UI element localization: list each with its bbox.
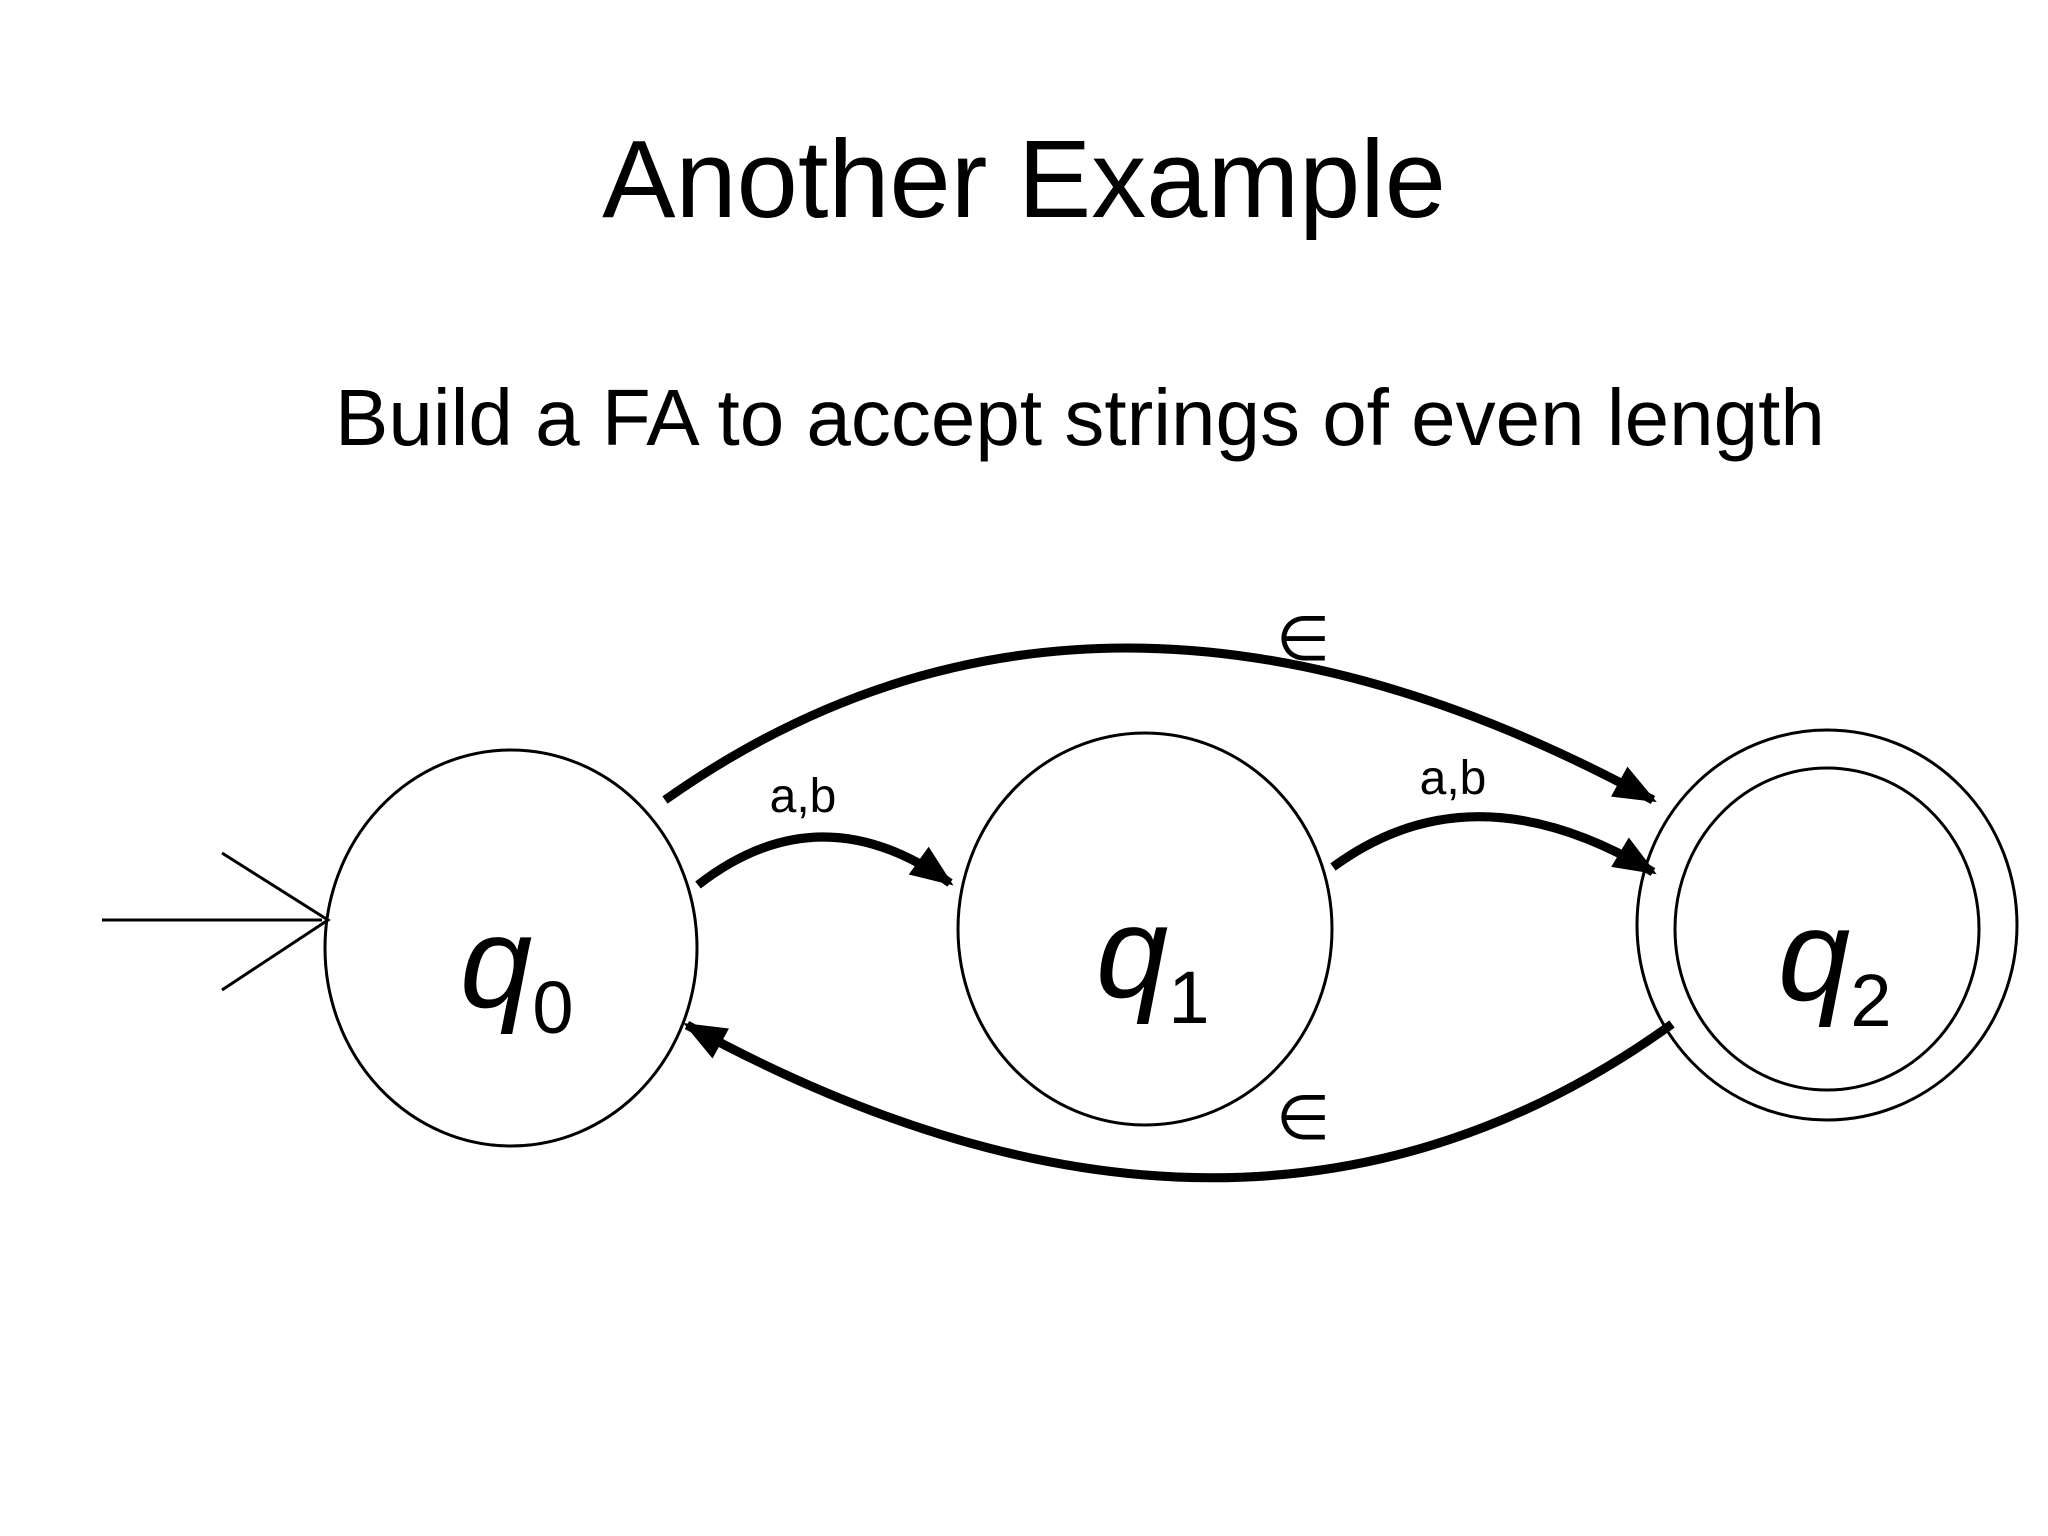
state-label-q2: q2 bbox=[1778, 882, 1891, 1042]
start-arrow bbox=[102, 851, 331, 992]
transition-q0-q2-epsilon bbox=[662, 643, 1657, 804]
state-circle-q1 bbox=[956, 731, 1334, 1127]
page-title: Another Example bbox=[602, 118, 1446, 241]
label-ab-q1-q2: a,b bbox=[1420, 752, 1487, 805]
transition-q1-q2-ab bbox=[1330, 812, 1657, 876]
label-ab-q0-q1: a,b bbox=[770, 770, 837, 823]
state-circle-q0 bbox=[323, 748, 699, 1148]
state-circle-q2-outer bbox=[1635, 728, 2019, 1122]
label-epsilon-bottom: ∈ bbox=[1276, 1081, 1330, 1154]
state-circle-q2-inner bbox=[1673, 766, 1981, 1092]
transition-q0-q1-ab bbox=[695, 832, 954, 889]
label-epsilon-top: ∈ bbox=[1276, 602, 1330, 675]
slide-subtitle: Build a FA to accept strings of even len… bbox=[335, 373, 1825, 462]
state-label-q0: q0 bbox=[460, 889, 573, 1049]
transition-q2-q0-epsilon bbox=[683, 1020, 1675, 1183]
state-label-q1: q1 bbox=[1096, 879, 1209, 1039]
